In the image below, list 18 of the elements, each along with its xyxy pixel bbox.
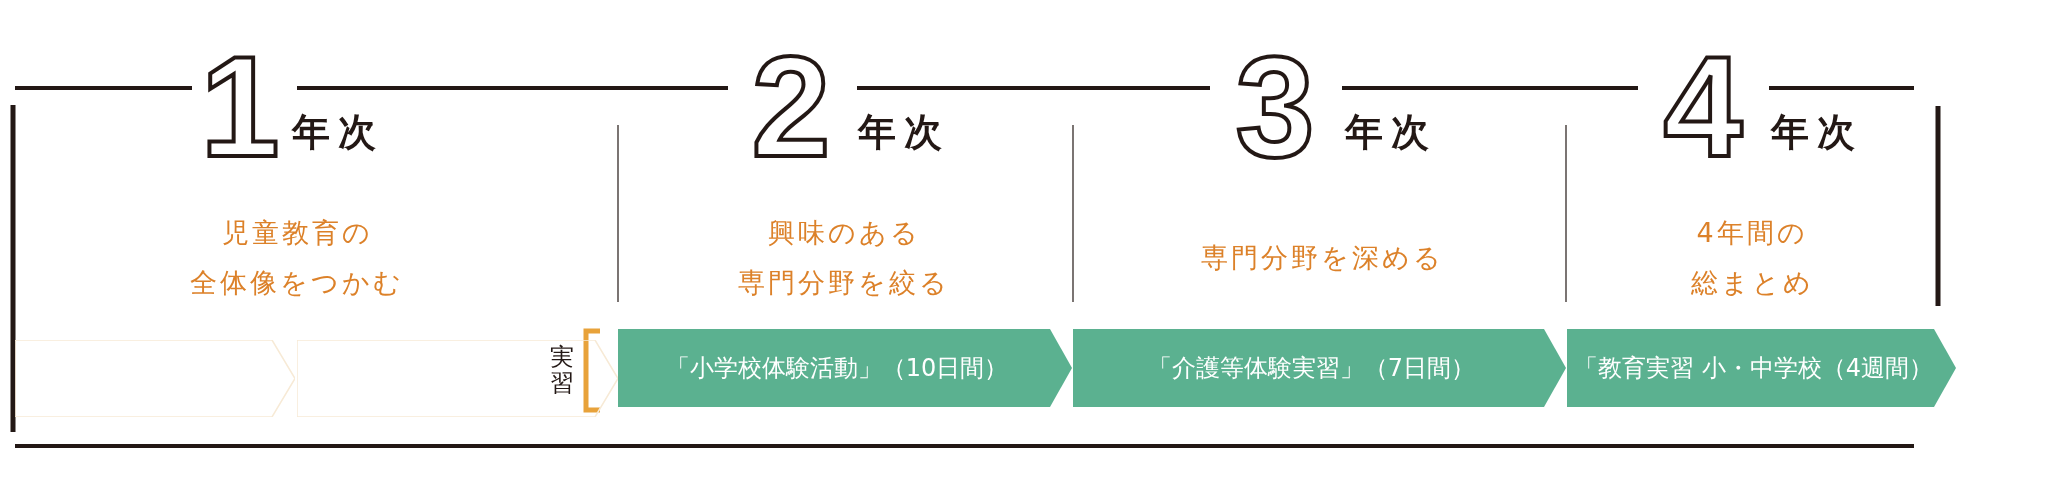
stage-banner: 「介護等体験実習」（7日間） bbox=[1073, 329, 1566, 407]
stage-banner bbox=[297, 340, 618, 417]
year-label: 年次 bbox=[858, 112, 950, 154]
stage-banner bbox=[15, 340, 295, 417]
goal-text: 興味のある専門分野を絞る bbox=[738, 216, 950, 300]
year-numeral: 2 bbox=[751, 36, 831, 178]
year-numeral: 1 bbox=[200, 36, 280, 178]
year-label: 年次 bbox=[292, 112, 384, 154]
goal-text: 児童教育の全体像をつかむ bbox=[190, 216, 404, 300]
year-numeral: 4 bbox=[1663, 36, 1743, 178]
note-text: 実習 bbox=[549, 343, 575, 397]
goal-text: 専門分野を深める bbox=[1200, 241, 1444, 275]
year-label: 年次 bbox=[1771, 112, 1863, 154]
year-label: 年次 bbox=[1345, 112, 1437, 154]
goal-text: 4年間の総まとめ bbox=[1690, 216, 1814, 300]
stage-banner: 「教育実習 小・中学校（4週間） bbox=[1567, 329, 1956, 407]
stage-banner: 「小学校体験活動」（10日間） bbox=[618, 329, 1072, 407]
year-numeral: 3 bbox=[1235, 36, 1315, 178]
